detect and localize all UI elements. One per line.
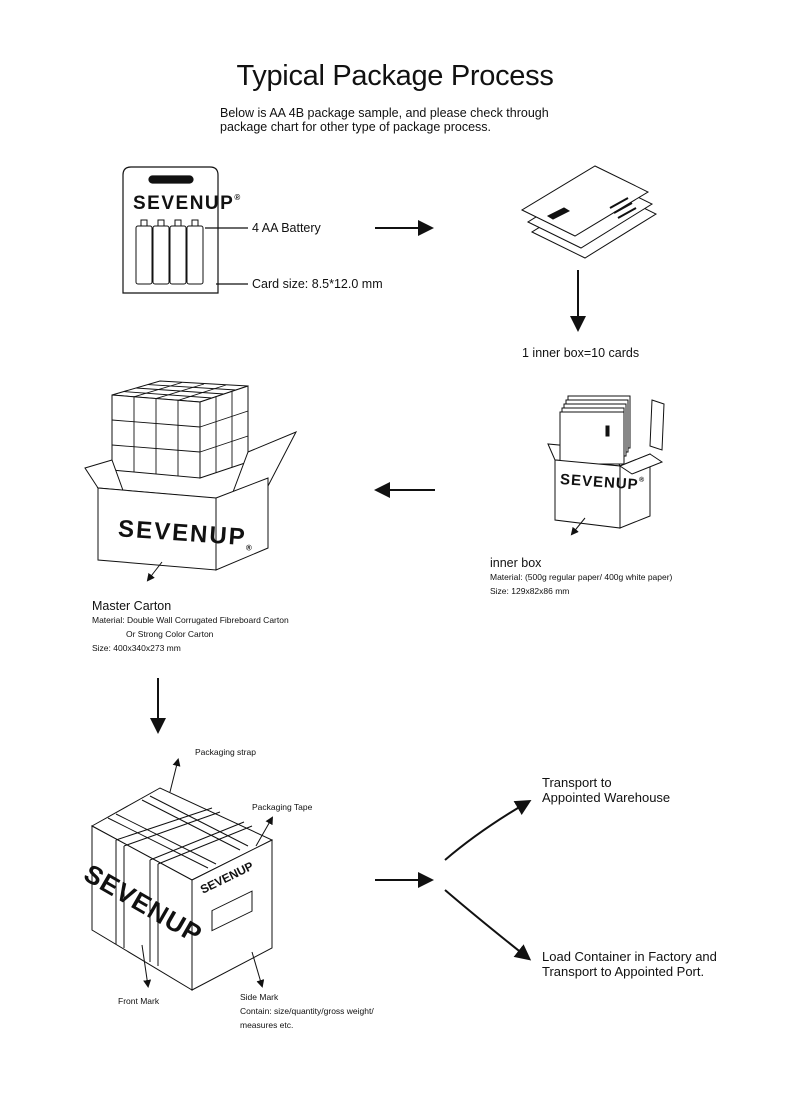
pointer-lines (141, 517, 586, 988)
inner-box-material: Material: (500g regular paper/ 400g whit… (490, 572, 673, 582)
card-brand-logo: SEVENUP® (133, 193, 242, 215)
flat-cards-illustration (520, 165, 658, 259)
master-carton-brand-registered: ® (245, 543, 255, 553)
side-mark-title: Side Mark (240, 992, 279, 1002)
packaging-strap-label: Packaging strap (195, 747, 256, 757)
pointer-tape (255, 816, 273, 847)
inner-box-title: inner box (490, 556, 542, 570)
warehouse-destination: Transport to Appointed Warehouse (542, 775, 670, 805)
subtitle-line-1: Below is AA 4B package sample, and pleas… (220, 106, 549, 120)
blister-card-illustration (122, 166, 248, 294)
flow-arrows (150, 220, 586, 961)
page-title: Typical Package Process (236, 60, 554, 92)
port-line-1: Load Container in Factory and (542, 949, 717, 964)
arrow-to-warehouse (444, 799, 532, 861)
inner-box-count-label: 1 inner box=10 cards (522, 346, 640, 360)
battery-label: 4 AA Battery (252, 221, 321, 235)
warehouse-line-1: Transport to (542, 775, 612, 790)
pointer-strap (169, 758, 181, 793)
card-brand-name: SEVENUP (133, 193, 235, 214)
pointer-side-mark (251, 951, 265, 988)
inner-box-size: Size: 129x82x86 mm (490, 586, 570, 596)
master-carton-title: Master Carton (92, 599, 172, 613)
port-destination: Load Container in Factory and Transport … (542, 949, 717, 979)
side-mark-line-1: Contain: size/quantity/gross weight/ (240, 1006, 374, 1016)
front-mark-label: Front Mark (118, 996, 160, 1006)
shipping-carton-illustration (90, 787, 274, 991)
card-size-label: Card size: 8.5*12.0 mm (252, 277, 383, 291)
pointer-front-mark (141, 944, 152, 988)
side-mark-line-2: measures etc. (240, 1020, 294, 1030)
inner-box-caption: inner box Material: (500g regular paper/… (490, 556, 672, 598)
card-brand-registered: ® (234, 193, 242, 202)
side-mark-caption: Side Mark Contain: size/quantity/gross w… (240, 990, 374, 1032)
arrow-to-port (444, 889, 532, 961)
packaging-tape-label: Packaging Tape (252, 802, 313, 812)
port-line-2: Transport to Appointed Port. (542, 964, 705, 979)
master-carton-material-2: Or Strong Color Carton (126, 629, 214, 639)
master-carton-material-1: Material: Double Wall Corrugated Fibrebo… (92, 615, 289, 625)
master-carton-size: Size: 400x340x273 mm (92, 643, 181, 653)
page-subtitle: Below is AA 4B package sample, and pleas… (220, 106, 580, 134)
warehouse-line-2: Appointed Warehouse (542, 790, 671, 805)
inner-box-brand-registered: ® (638, 476, 646, 484)
master-carton-caption: Master Carton Material: Double Wall Corr… (92, 599, 289, 655)
pointer-inner-box (570, 517, 586, 536)
pointer-master-carton (146, 561, 163, 582)
master-carton-illustration (84, 380, 298, 571)
subtitle-line-2: package chart for other type of package … (220, 120, 491, 134)
inner-box-illustration (547, 395, 665, 529)
